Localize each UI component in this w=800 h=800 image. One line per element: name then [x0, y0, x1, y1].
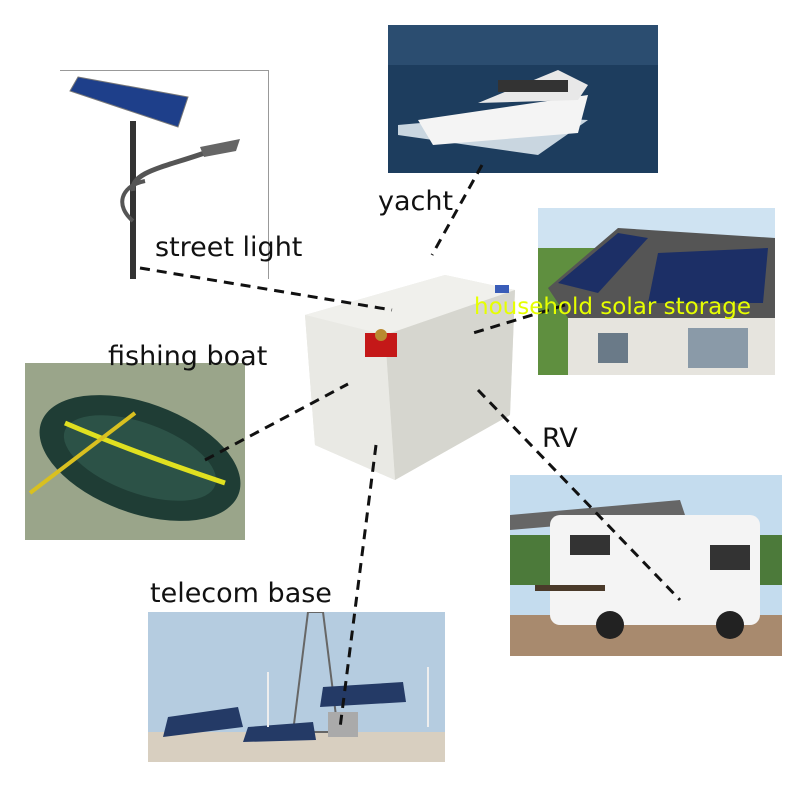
- fishing-boat-photo: [25, 363, 245, 540]
- battery-image: [295, 255, 520, 483]
- street-light-photo: [60, 70, 269, 279]
- yacht-photo: [388, 25, 658, 173]
- telecom-base-photo: [148, 612, 445, 762]
- label-street-light: street light: [155, 232, 303, 263]
- household-solar-photo: [538, 208, 775, 375]
- label-yacht: yacht: [378, 186, 454, 217]
- label-telecom-base: telecom base: [150, 578, 332, 609]
- label-household-solar-storage: household solar storage: [474, 294, 751, 320]
- label-fishing-boat: fishing boat: [108, 341, 268, 372]
- label-rv: RV: [542, 423, 578, 454]
- rv-photo: [510, 475, 782, 656]
